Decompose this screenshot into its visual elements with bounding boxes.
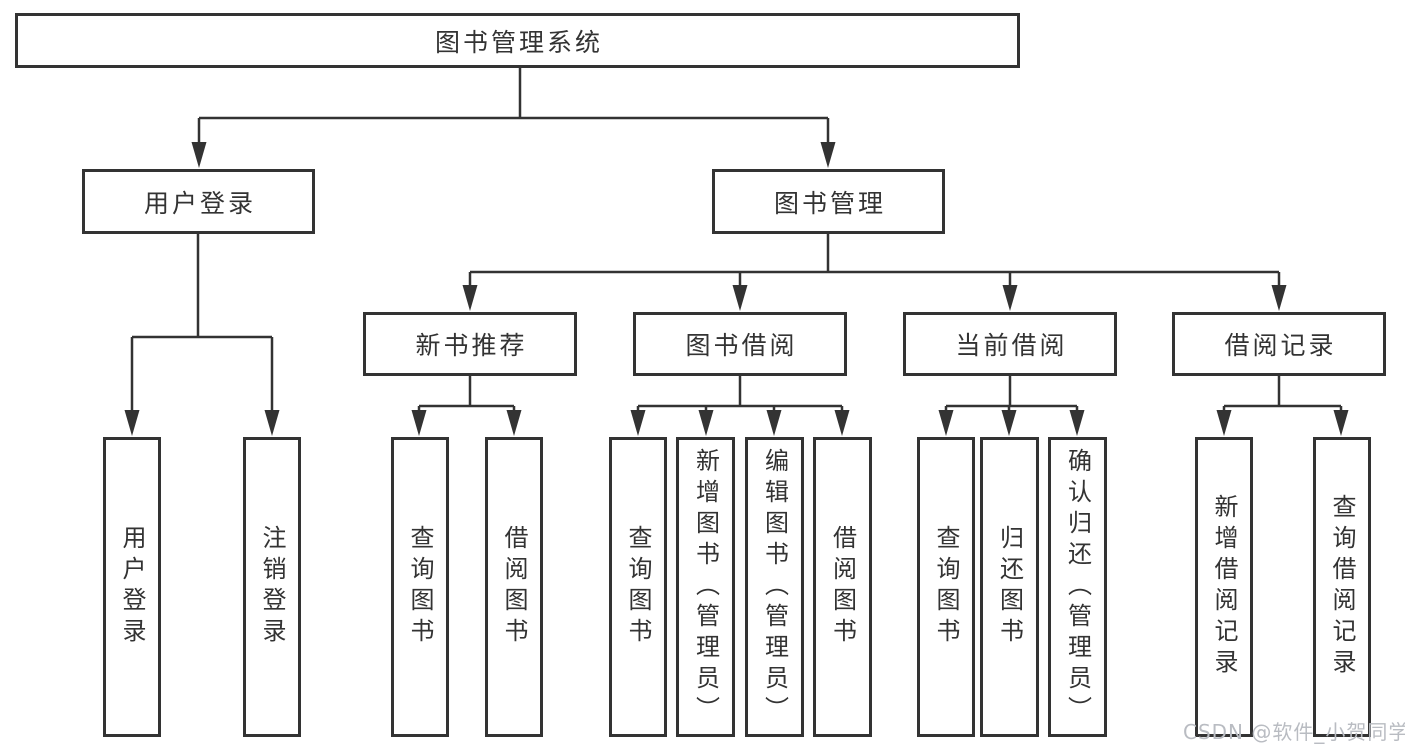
node-label: 图书管理 bbox=[773, 188, 886, 218]
node-label: 图书管理系统 bbox=[434, 27, 603, 57]
node-book-borrowing: 图书借阅 bbox=[633, 312, 847, 376]
node-label: 借阅记录 bbox=[1224, 331, 1337, 360]
csdn-watermark: CSDN @软件_小贺同学 bbox=[1183, 720, 1405, 744]
node-label: 注销登录 bbox=[258, 525, 286, 649]
node-label: 借阅图书 bbox=[500, 525, 528, 649]
node-new-book-recommendation: 新书推荐 bbox=[363, 312, 577, 376]
leaf-return-book: 归还图书 bbox=[980, 437, 1039, 737]
leaf-add-book-admin: 新增图书（管理员） bbox=[676, 437, 735, 737]
node-label: 编辑图书（管理员） bbox=[760, 447, 789, 727]
node-label: 新增图书（管理员） bbox=[691, 447, 720, 727]
node-label: 查询图书 bbox=[932, 525, 960, 649]
leaf-query-borrow-record: 查询借阅记录 bbox=[1313, 437, 1371, 737]
leaf-query-books-recommend: 查询图书 bbox=[391, 437, 449, 737]
leaf-edit-book-admin: 编辑图书（管理员） bbox=[745, 437, 804, 737]
node-current-borrowing: 当前借阅 bbox=[903, 312, 1117, 376]
node-label: 归还图书 bbox=[995, 525, 1024, 649]
leaf-query-books-borrow: 查询图书 bbox=[609, 437, 667, 737]
node-label: 当前借阅 bbox=[955, 331, 1068, 360]
leaf-borrow-books-recommend: 借阅图书 bbox=[485, 437, 543, 737]
node-label: 新书推荐 bbox=[415, 331, 528, 360]
node-library-management-system: 图书管理系统 bbox=[15, 13, 1020, 68]
leaf-query-books-current: 查询图书 bbox=[917, 437, 975, 737]
leaf-logout-login: 注销登录 bbox=[243, 437, 301, 737]
node-label: 新增借阅记录 bbox=[1210, 494, 1238, 680]
node-label: 确认归还（管理员） bbox=[1063, 447, 1092, 727]
leaf-user-login: 用户登录 bbox=[103, 437, 161, 737]
node-user-login: 用户登录 bbox=[82, 169, 315, 234]
node-book-management: 图书管理 bbox=[712, 169, 945, 234]
node-label: 用户登录 bbox=[143, 188, 256, 218]
node-label: 图书借阅 bbox=[685, 331, 798, 360]
node-label: 查询图书 bbox=[624, 525, 652, 649]
node-label: 查询图书 bbox=[406, 525, 434, 649]
node-label: 借阅图书 bbox=[828, 525, 857, 649]
node-label: 用户登录 bbox=[118, 525, 146, 649]
leaf-confirm-return-admin: 确认归还（管理员） bbox=[1048, 437, 1107, 737]
leaf-borrow-books: 借阅图书 bbox=[813, 437, 872, 737]
node-borrowing-records: 借阅记录 bbox=[1172, 312, 1386, 376]
leaf-add-borrow-record: 新增借阅记录 bbox=[1195, 437, 1253, 737]
node-label: 查询借阅记录 bbox=[1328, 494, 1356, 680]
